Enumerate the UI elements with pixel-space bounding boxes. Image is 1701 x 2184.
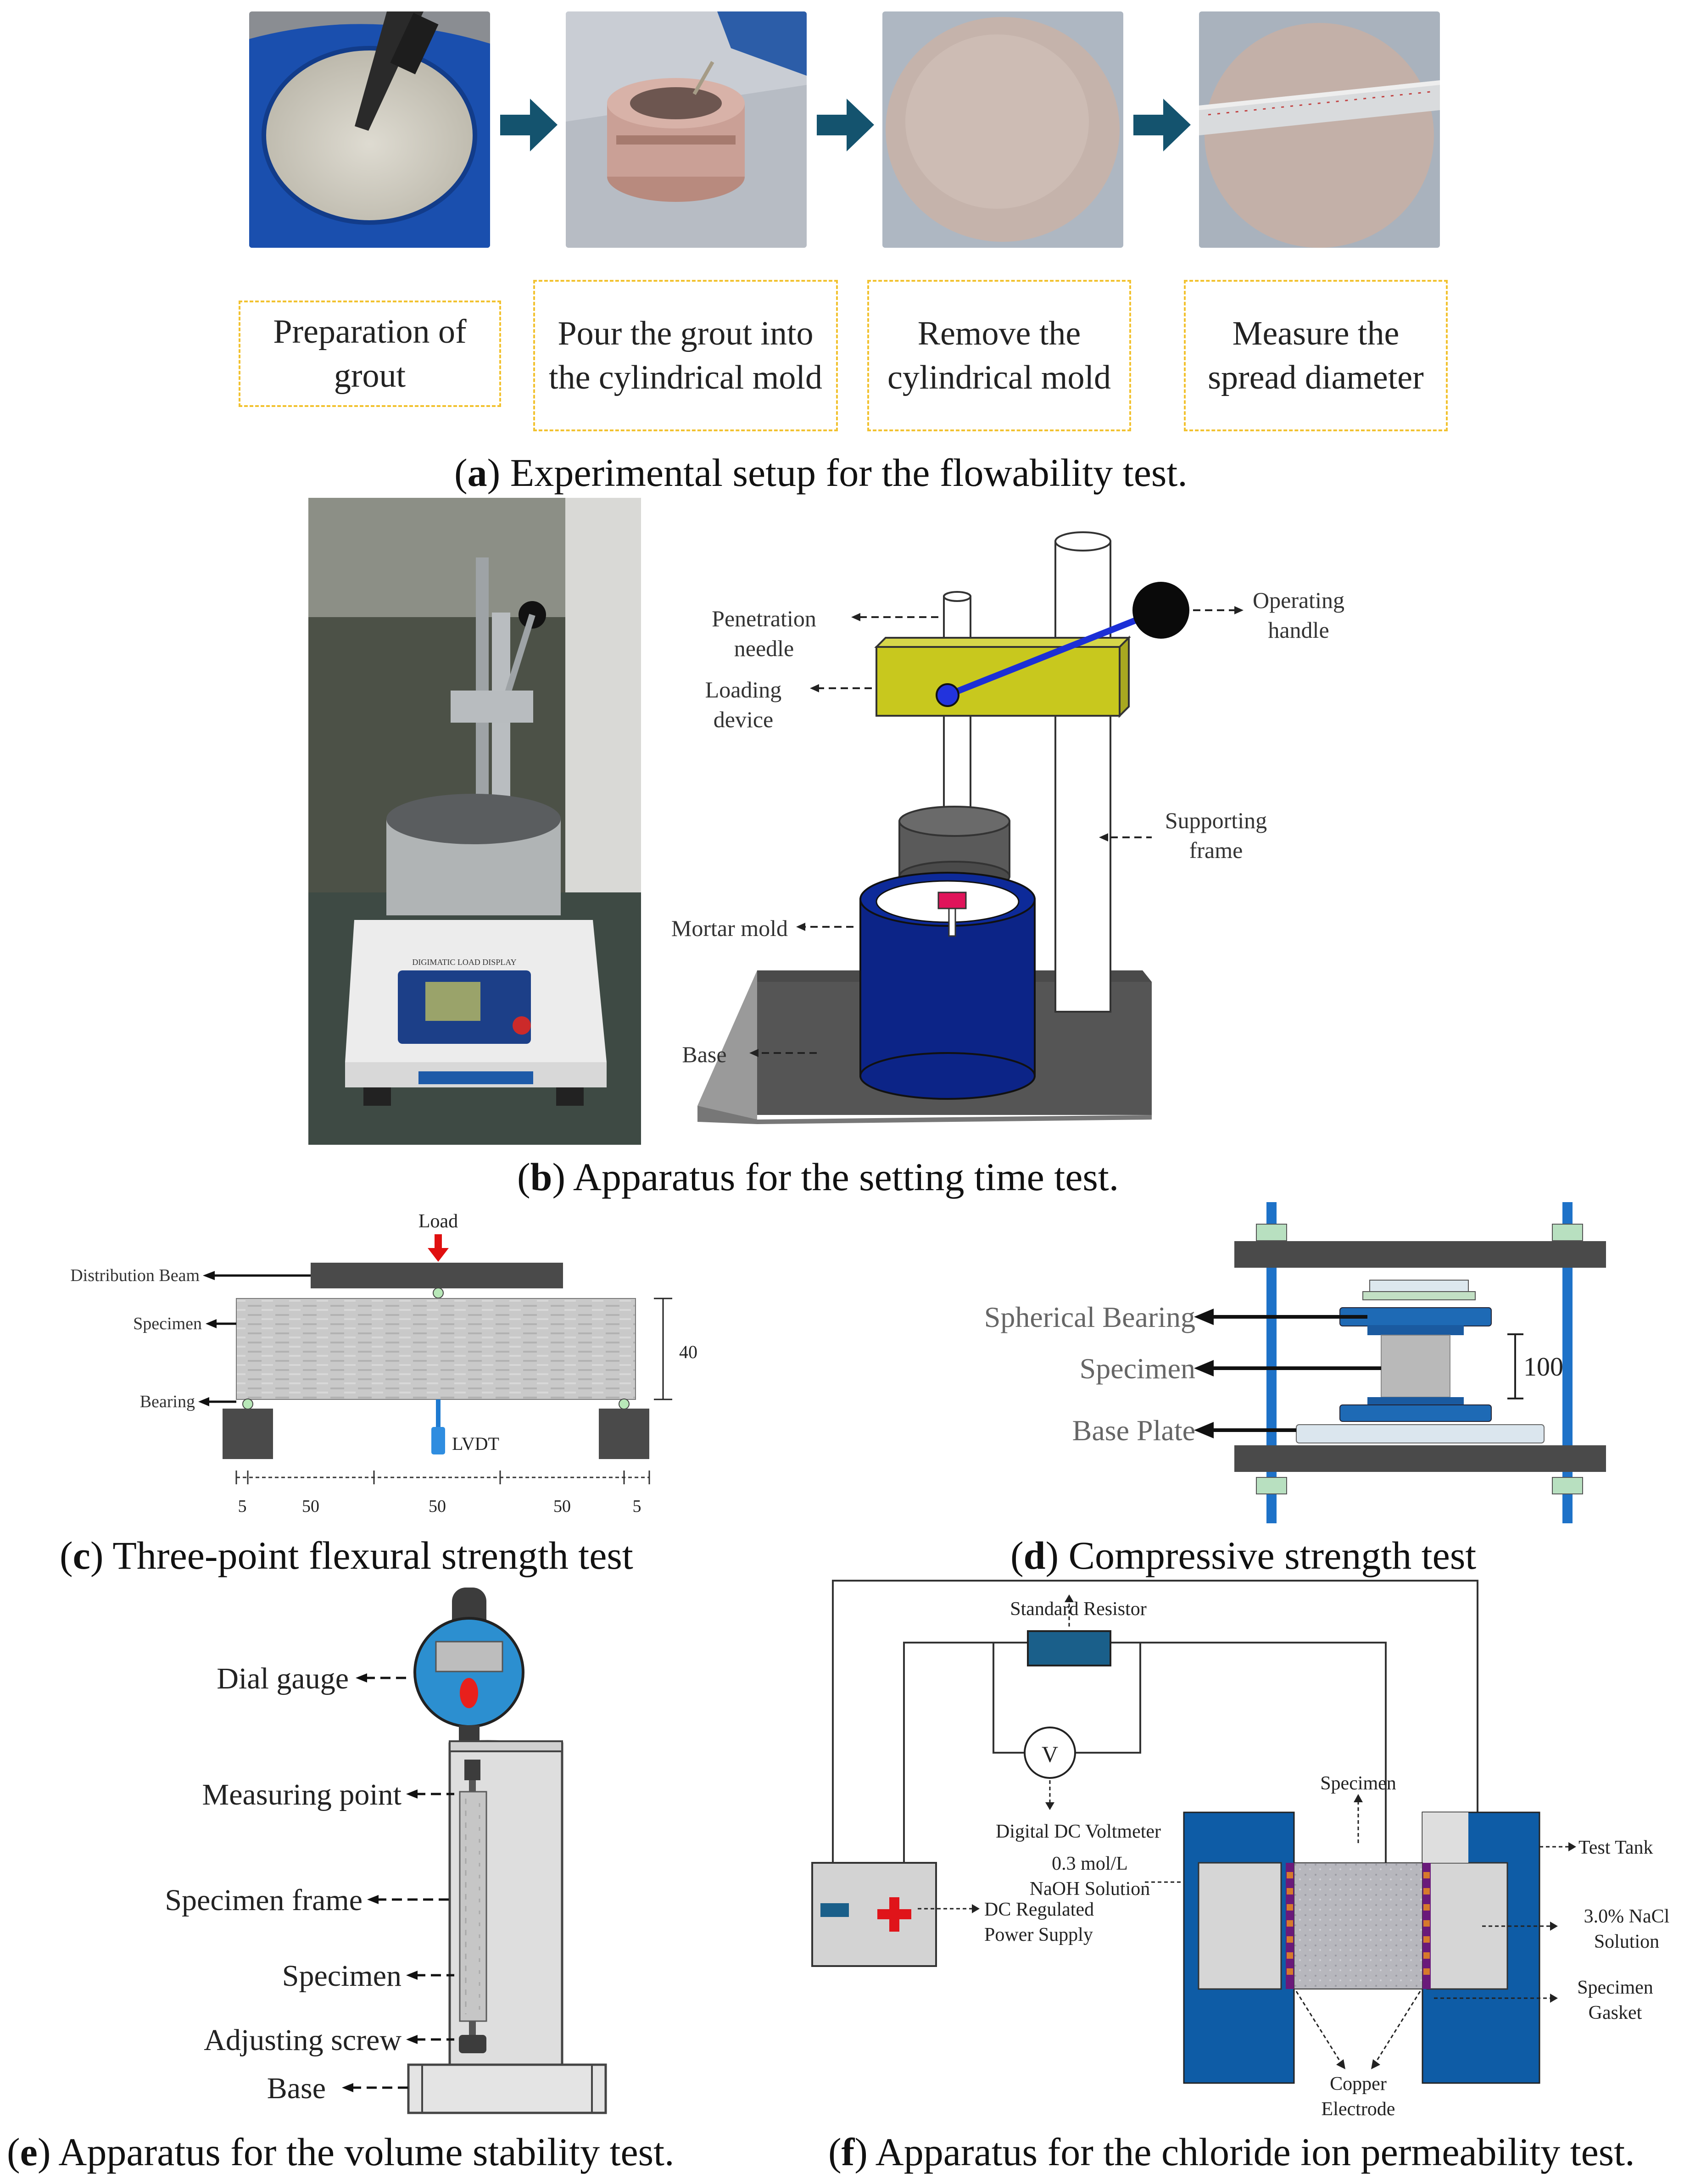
label-specimen: Specimen — [1320, 1773, 1396, 1794]
compressive-test-diagram: 100 Spherical Bearing Specimen Base Plat… — [984, 1202, 1606, 1523]
label-supporting-frame-2: frame — [1189, 837, 1243, 863]
label-penetration-needle-1: Penetration — [712, 606, 816, 631]
step-label-4: Measure the spread diameter — [1184, 280, 1448, 431]
caption-a: (a) Experimental setup for the flowabili… — [454, 451, 1188, 495]
voltmeter-symbol: V — [1042, 1741, 1058, 1767]
label-nacl-1: 3.0% NaCl — [1584, 1906, 1670, 1927]
label-naoh-1: 0.3 mol/L — [1052, 1853, 1128, 1874]
dim-5-right: 5 — [633, 1497, 641, 1516]
dim-50-1: 50 — [302, 1497, 319, 1516]
operating-handle-knob — [1132, 582, 1189, 639]
caption-c: (c) Three-point flexural strength test — [60, 1533, 633, 1577]
label-mortar-mold: Mortar mold — [671, 915, 788, 941]
arrow-right-icon — [500, 99, 558, 151]
loading-device — [876, 646, 1121, 717]
label-loading-device-2: device — [714, 707, 773, 732]
label-gasket-2: Gasket — [1589, 2002, 1642, 2023]
volume-specimen — [459, 1791, 487, 2022]
dial-gauge — [413, 1617, 524, 1728]
permeability-specimen — [1294, 1862, 1423, 1989]
dim-5-left: 5 — [238, 1497, 247, 1516]
label-gasket-1: Specimen — [1577, 1977, 1653, 1998]
caption-b: (b) Apparatus for the setting time test. — [517, 1155, 1119, 1199]
label-height-100: 100 — [1523, 1352, 1563, 1382]
chloride-permeability-diagram: Standard Resistor V Digital DC Voltmeter… — [811, 1580, 1670, 2120]
label-measuring-point: Measuring point — [202, 1778, 402, 1811]
volume-base — [407, 2063, 607, 2114]
label-dial-gauge: Dial gauge — [217, 1662, 349, 1695]
label-base-plate: Base Plate — [1072, 1414, 1195, 1447]
label-specimen: Specimen — [282, 1959, 402, 1993]
dim-50-2: 50 — [429, 1497, 446, 1516]
label-nacl-2: Solution — [1594, 1931, 1659, 1952]
right-support — [599, 1409, 649, 1459]
label-voltmeter: Digital DC Voltmeter — [996, 1821, 1161, 1842]
label-lvdt: LVDT — [452, 1433, 499, 1454]
photo-setting-time-apparatus: DIGIMATIC LOAD DISPLAY — [308, 498, 641, 1145]
photo-measure-diameter — [1199, 11, 1440, 248]
volume-stability-diagram: Dial gauge Measuring point Specimen fram… — [165, 1588, 607, 2114]
caption-f: (f) Apparatus for the chloride ion perme… — [828, 2130, 1635, 2174]
step-label-2: Pour the grout into the cylindrical mold — [533, 280, 838, 431]
step-label-1: Preparation of grout — [239, 301, 501, 407]
label-base: Base — [267, 2072, 326, 2105]
label-specimen: Specimen — [1080, 1352, 1195, 1385]
base-plate — [1296, 1424, 1545, 1443]
step-label-3: Remove the cylindrical mold — [867, 280, 1131, 431]
label-operating-handle-2: handle — [1268, 617, 1329, 643]
label-power-1: DC Regulated — [984, 1899, 1094, 1920]
label-specimen-frame: Specimen frame — [165, 1883, 363, 1917]
setting-time-schematic: Penetration needle Loading device Operat… — [671, 531, 1344, 1124]
compressive-specimen — [1381, 1335, 1450, 1398]
label-naoh-2: NaOH Solution — [1030, 1878, 1150, 1900]
label-supporting-frame-1: Supporting — [1165, 808, 1267, 833]
arrow-right-icon — [1133, 99, 1191, 151]
arrow-right-icon — [817, 99, 874, 151]
standard-resistor — [1027, 1630, 1111, 1666]
label-penetration-needle-2: needle — [734, 635, 794, 661]
label-base: Base — [682, 1042, 726, 1067]
photo-pour-grout — [566, 11, 807, 248]
label-loading-device-1: Loading — [705, 677, 782, 702]
label-bearing: Bearing — [140, 1392, 195, 1411]
label-adjusting-screw: Adjusting screw — [204, 2023, 402, 2057]
label-distribution-beam: Distribution Beam — [70, 1266, 200, 1285]
label-specimen: Specimen — [133, 1314, 202, 1333]
lvdt-sensor — [431, 1427, 445, 1454]
distribution-beam — [311, 1263, 563, 1288]
voltmeter — [1024, 1727, 1076, 1779]
photo-grout-preparation — [249, 11, 490, 248]
label-test-tank: Test Tank — [1578, 1837, 1653, 1858]
adjusting-screw — [459, 2035, 486, 2053]
display-label: DIGIMATIC LOAD DISPLAY — [412, 958, 516, 967]
caption-d: (d) Compressive strength test — [1010, 1533, 1477, 1577]
measuring-point — [464, 1760, 480, 1780]
photo-remove-mold — [882, 11, 1123, 248]
supporting-frame — [1054, 540, 1111, 1013]
flexural-specimen — [236, 1298, 636, 1400]
load-arrow-icon — [428, 1248, 449, 1262]
caption-e: (e) Apparatus for the volume stability t… — [7, 2130, 675, 2174]
label-operating-handle-1: Operating — [1253, 587, 1344, 613]
label-standard-resistor: Standard Resistor — [1010, 1599, 1146, 1620]
label-height-40: 40 — [679, 1342, 697, 1362]
label-electrode-1: Copper — [1330, 2073, 1387, 2095]
dim-50-3: 50 — [553, 1497, 571, 1516]
label-spherical-bearing: Spherical Bearing — [984, 1301, 1195, 1333]
flexural-test-diagram: Load LVDT Distribution Beam Specimen — [70, 1211, 697, 1516]
left-support — [223, 1409, 273, 1459]
label-electrode-2: Electrode — [1322, 2099, 1395, 2120]
label-load: Load — [418, 1211, 458, 1232]
label-power-2: Power Supply — [984, 1924, 1093, 1945]
top-plate — [1234, 1241, 1606, 1268]
